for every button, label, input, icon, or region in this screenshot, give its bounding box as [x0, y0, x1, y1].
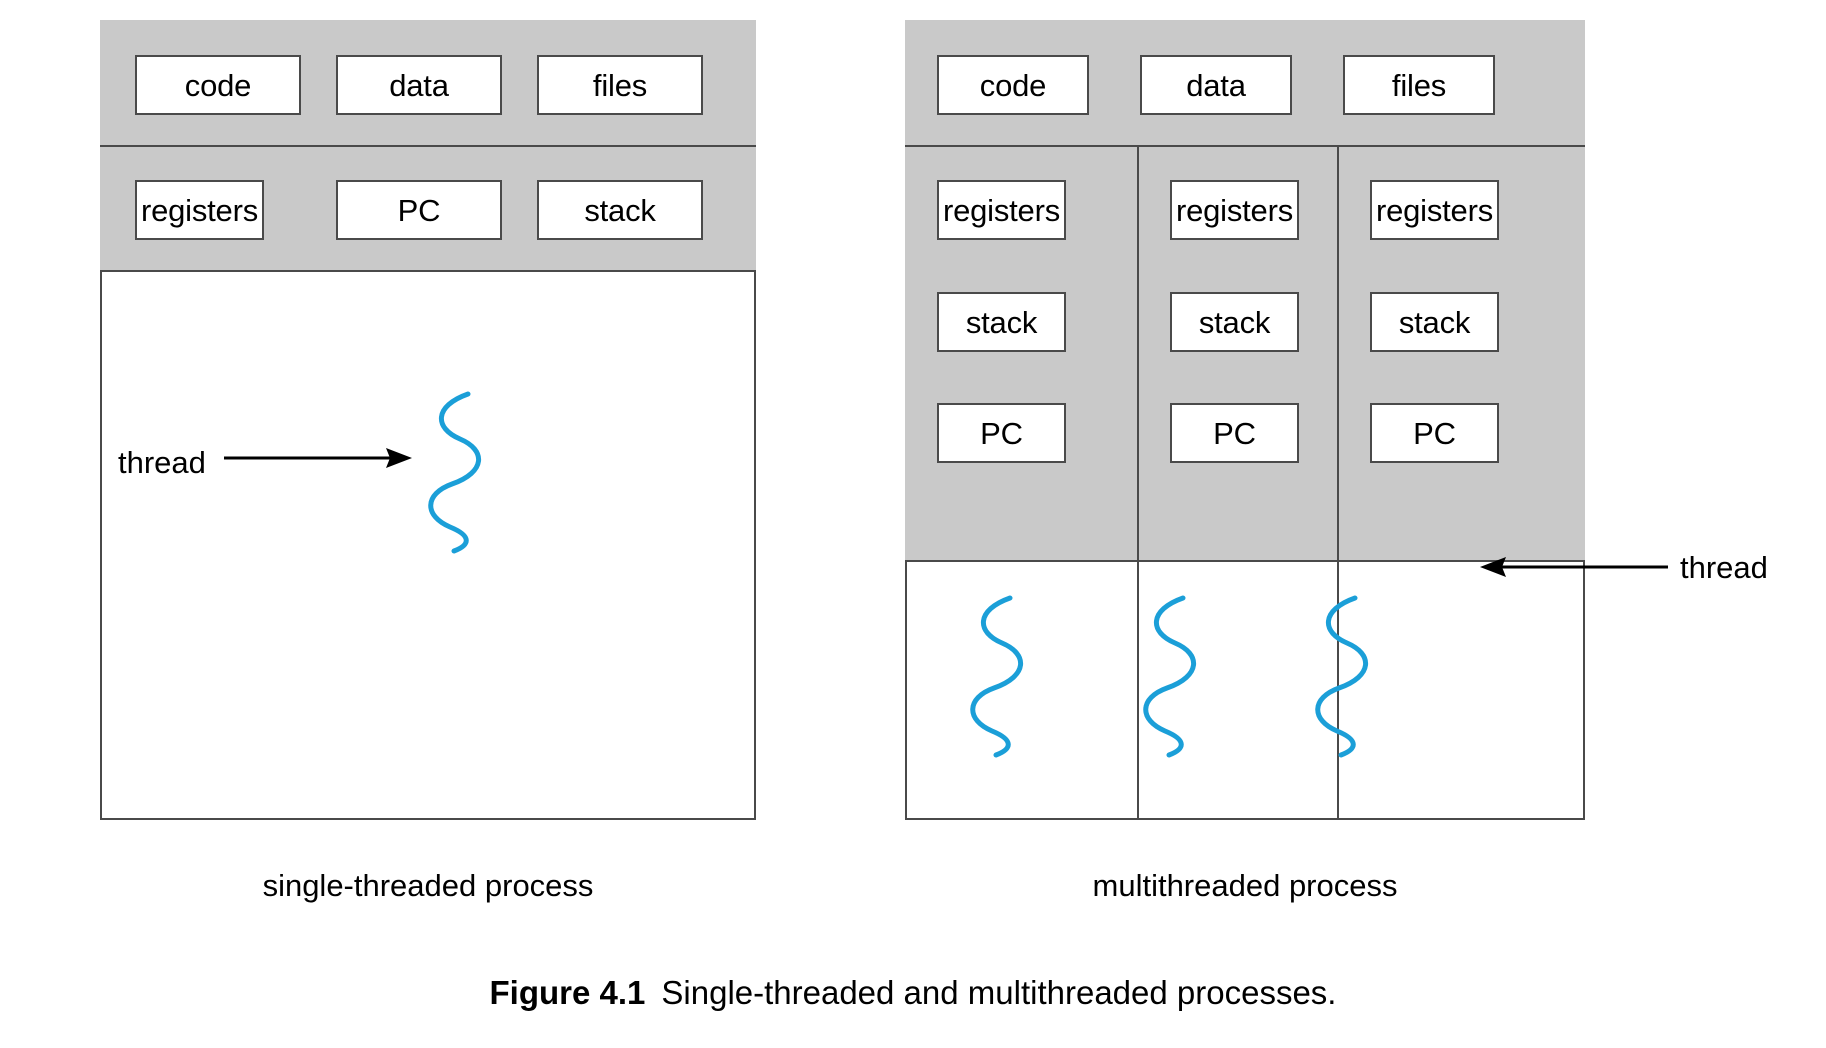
multithreaded-thread-2-registers-label: registers: [1175, 192, 1294, 228]
multithreaded-thread-3-squiggle: [1315, 595, 1368, 758]
multithreaded-thread-3-registers-box: registers: [1370, 180, 1499, 240]
single-threaded-files-label: files: [592, 67, 648, 103]
single-threaded-files-box: files: [537, 55, 703, 115]
multithreaded-thread-1-squiggle: [970, 595, 1023, 758]
multithreaded-thread-3-registers-label: registers: [1375, 192, 1494, 228]
single-threaded-registers-box: registers: [135, 180, 264, 240]
single-threaded-registers-label: registers: [140, 192, 259, 228]
figure-caption-text: Single-threaded and multithreaded proces…: [661, 974, 1337, 1011]
multithreaded-column-divider-1: [1137, 147, 1139, 818]
single-threaded-stack-label: stack: [584, 192, 656, 228]
multithreaded-thread-1-pc-label: PC: [980, 415, 1023, 451]
multithreaded-process-caption: multithreaded process: [1092, 868, 1398, 903]
multithreaded-thread-2-pc-box: PC: [1170, 403, 1299, 463]
single-threaded-thread-arrow-icon: [224, 448, 412, 468]
multithreaded-files-box: files: [1343, 55, 1495, 115]
single-threaded-data-label: data: [389, 67, 449, 103]
figure-number-label: Figure 4.1: [489, 974, 646, 1011]
multithreaded-process-panel: code data files registers stack PC regis…: [905, 20, 1585, 820]
multithreaded-column-divider-2: [1337, 147, 1339, 818]
multithreaded-thread-2-stack-label: stack: [1198, 304, 1271, 340]
multithreaded-thread-2-registers-box: registers: [1170, 180, 1299, 240]
single-threaded-pc-box: PC: [336, 180, 502, 240]
multithreaded-data-label: data: [1186, 67, 1246, 103]
multithreaded-thread-1-stack-box: stack: [937, 292, 1066, 352]
multithreaded-thread-1-registers-label: registers: [942, 192, 1061, 228]
multithreaded-thread-3-stack-box: stack: [1370, 292, 1499, 352]
single-threaded-process-panel: code data files registers PC stack threa…: [100, 20, 756, 820]
single-threaded-stack-box: stack: [537, 180, 703, 240]
multithreaded-thread-3-pc-label: PC: [1413, 415, 1456, 451]
multithreaded-thread-3-pc-box: PC: [1370, 403, 1499, 463]
single-threaded-pc-label: PC: [397, 192, 441, 228]
figure-caption: Figure 4.1 Single-threaded and multithrea…: [0, 976, 1826, 1009]
multithreaded-thread-arrow-icon: [1480, 557, 1668, 577]
multithreaded-data-box: data: [1140, 55, 1292, 115]
multithreaded-code-box: code: [937, 55, 1089, 115]
single-threaded-code-label: code: [184, 67, 252, 103]
multithreaded-thread-1-pc-box: PC: [937, 403, 1066, 463]
single-threaded-process-caption: single-threaded process: [262, 868, 594, 903]
multithreaded-thread-1-stack-label: stack: [965, 304, 1038, 340]
multithreaded-code-label: code: [979, 67, 1047, 103]
multithreaded-thread-1-registers-box: registers: [937, 180, 1066, 240]
multithreaded-thread-2-pc-label: PC: [1213, 415, 1256, 451]
multithreaded-thread-annotation-label: thread: [1680, 550, 1768, 585]
multithreaded-thread-2-stack-box: stack: [1170, 292, 1299, 352]
single-threaded-data-box: data: [336, 55, 502, 115]
multithreaded-files-label: files: [1391, 67, 1447, 103]
multithreaded-thread-2-squiggle: [1143, 595, 1196, 758]
single-threaded-code-box: code: [135, 55, 301, 115]
single-threaded-thread-squiggle: [428, 391, 481, 554]
single-threaded-thread-annotation-label: thread: [118, 445, 206, 480]
multithreaded-thread-3-stack-label: stack: [1398, 304, 1471, 340]
